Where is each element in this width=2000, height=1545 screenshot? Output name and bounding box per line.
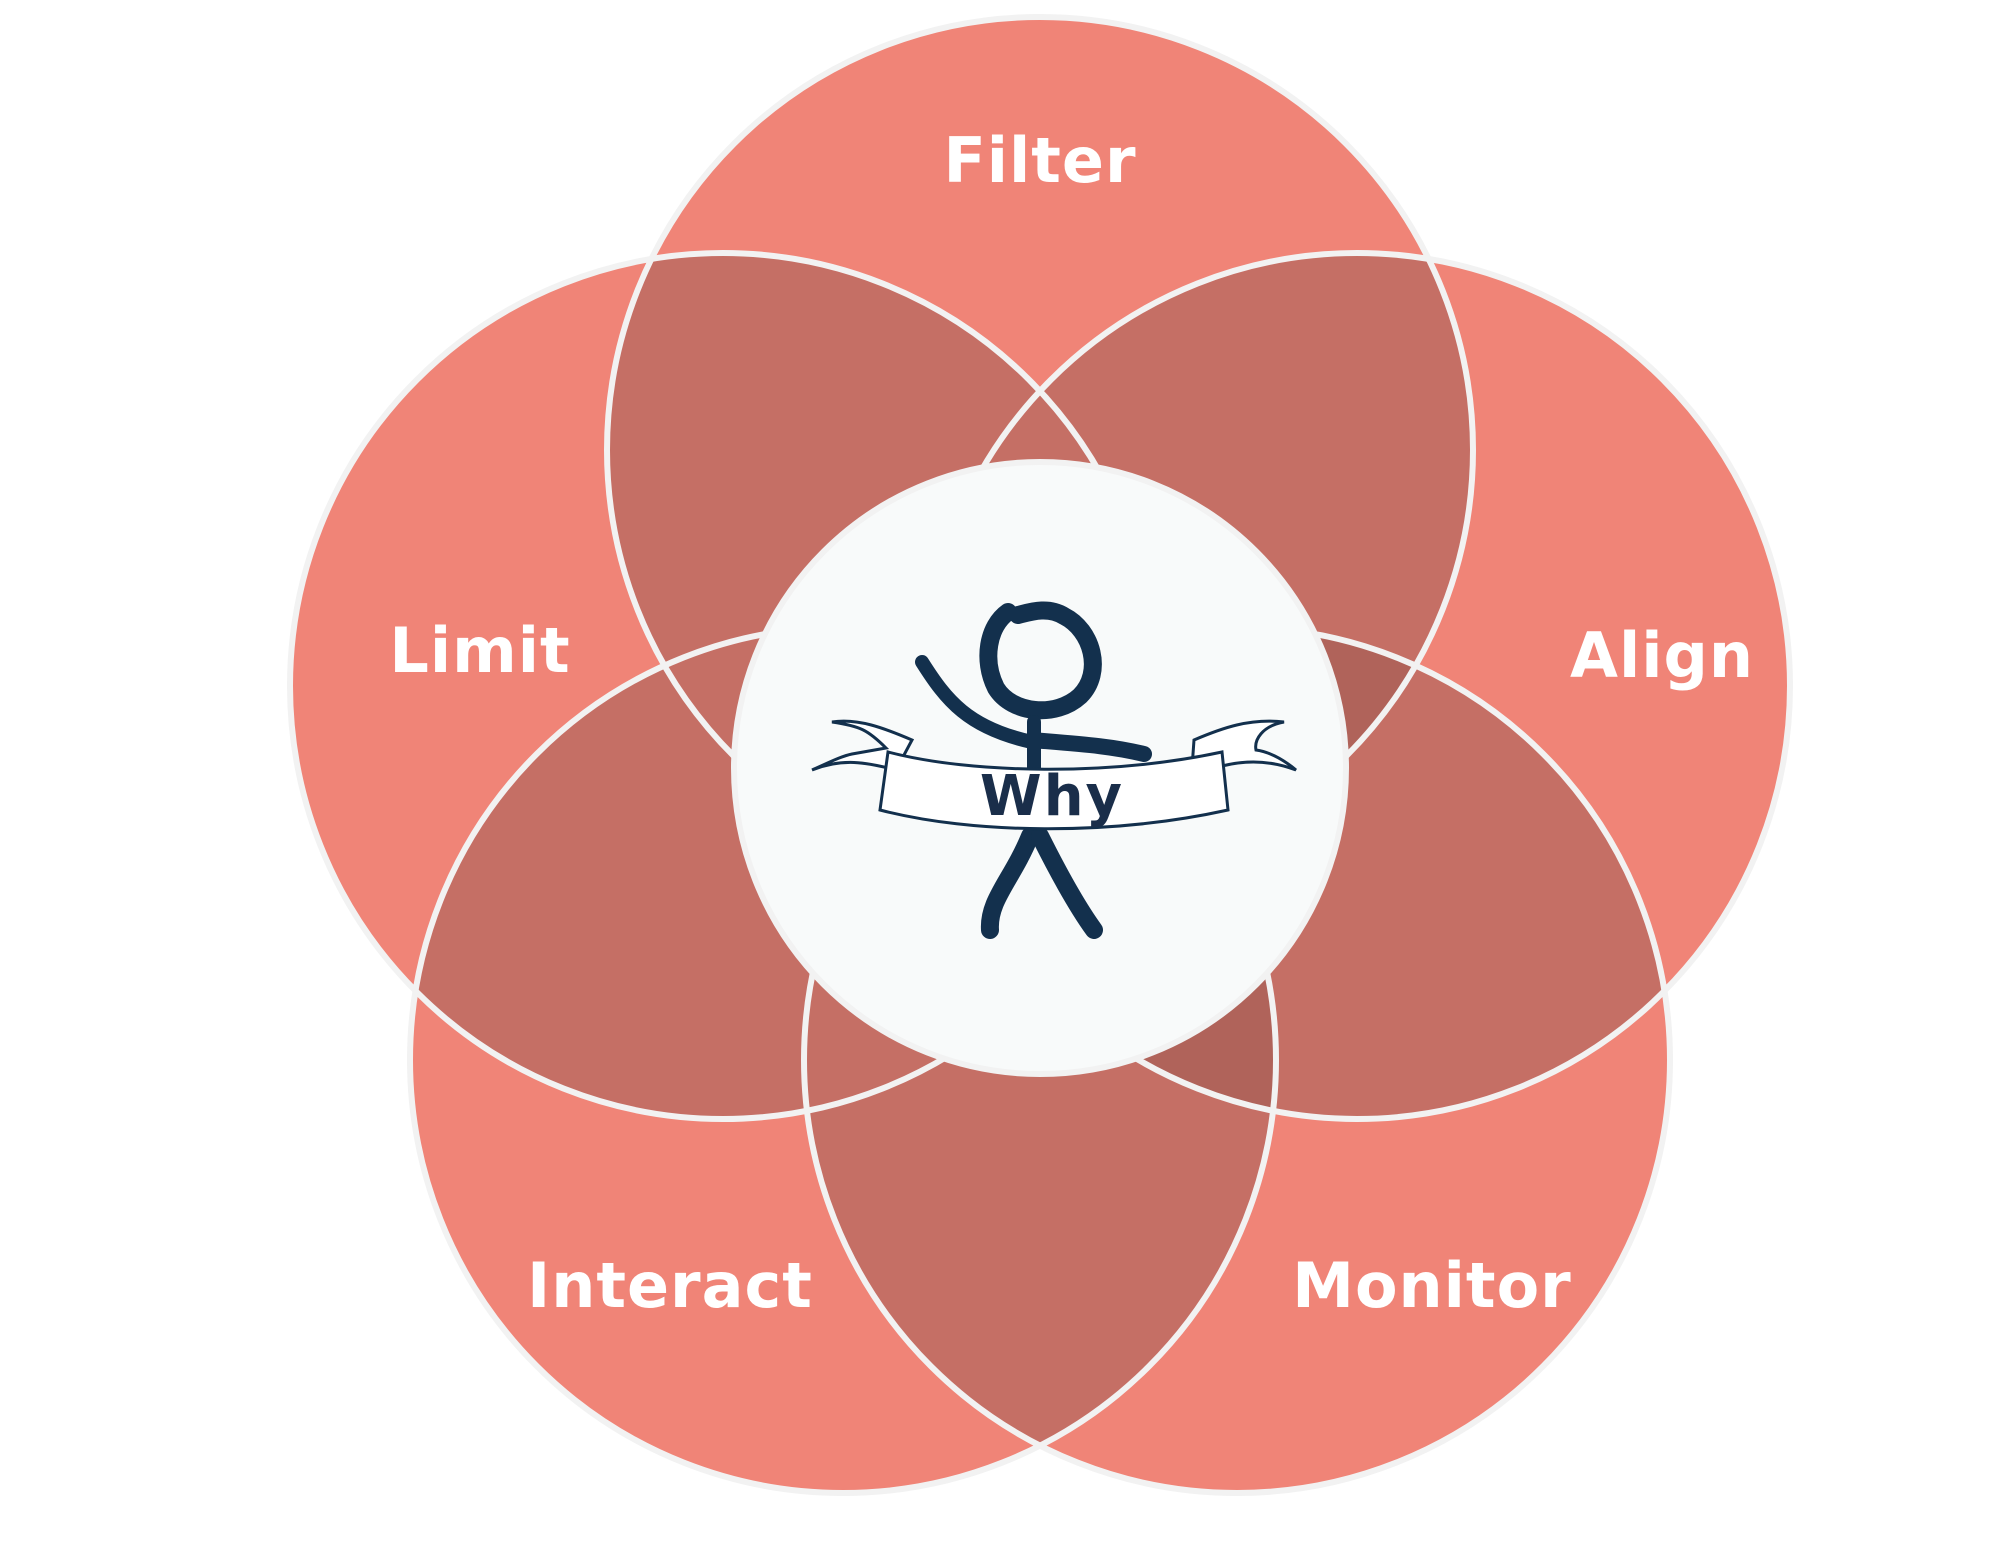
petal-label-interact: Interact <box>527 1249 813 1322</box>
figure-right-arm <box>1024 732 1152 762</box>
stick-figure-with-banner-icon: Why <box>811 601 1297 939</box>
petal-label-limit: Limit <box>389 614 570 687</box>
petal-label-filter: Filter <box>943 124 1136 197</box>
figure-left-leg <box>980 827 1039 939</box>
banner <box>811 719 1297 831</box>
petal-labels: Filter Align Monitor Interact Limit <box>389 124 1754 1322</box>
petal-label-monitor: Monitor <box>1292 1249 1572 1322</box>
figure-left-arm <box>915 655 1039 749</box>
banner-body <box>878 750 1230 831</box>
center-label: Why <box>980 764 1124 829</box>
figure-right-leg <box>1031 827 1103 939</box>
figure-head <box>979 601 1102 720</box>
petal-label-align: Align <box>1570 619 1754 692</box>
